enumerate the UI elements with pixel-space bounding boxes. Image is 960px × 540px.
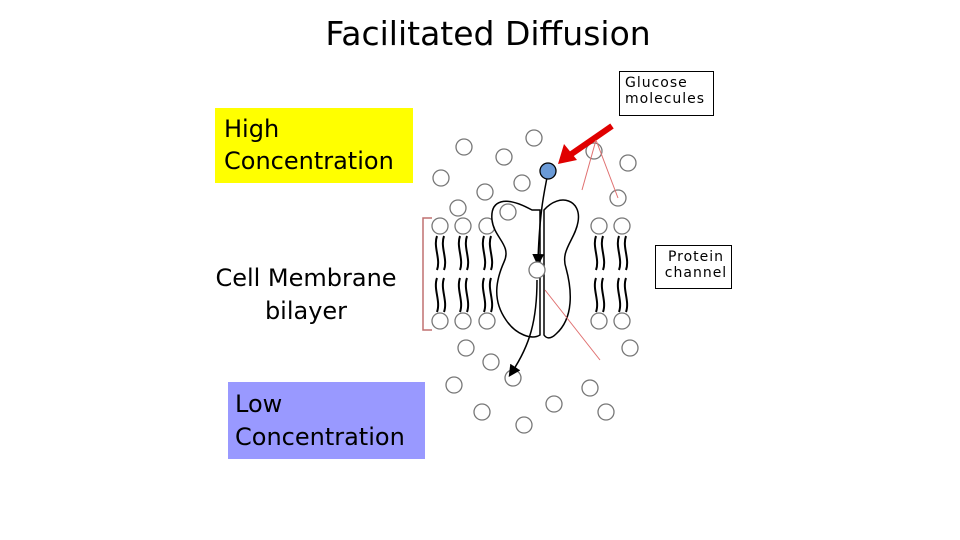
lipid-tail: [481, 277, 487, 313]
glucose-in-channel: [528, 261, 546, 279]
lipid-tail: [616, 277, 622, 313]
glucose-molecule: [515, 416, 533, 434]
glucose-molecule: [585, 142, 603, 160]
lipid-tail: [481, 235, 487, 271]
glucose-molecule: [432, 169, 450, 187]
lipid-tail: [457, 235, 463, 271]
lipid-tail: [488, 277, 494, 313]
glucose-molecule: [445, 376, 463, 394]
lipid-heads: [431, 217, 631, 330]
glucose-exit-arrow: [508, 279, 538, 377]
lipid-tail: [623, 235, 629, 271]
lipid-tail: [600, 277, 606, 313]
lipid-tail: [623, 277, 629, 313]
lipid-tail: [441, 277, 447, 313]
lipid-tail: [457, 277, 463, 313]
protein-channel: [491, 199, 580, 339]
glucose-molecules: [432, 129, 639, 434]
highlighted-glucose-molecule: [539, 162, 557, 180]
lipid-head: [431, 312, 449, 330]
lipid-head: [478, 312, 496, 330]
glucose-molecule: [476, 183, 494, 201]
lipid-tail: [464, 235, 470, 271]
glucose-molecule: [513, 174, 531, 192]
glucose-molecule: [545, 395, 563, 413]
glucose-molecule: [504, 369, 522, 387]
membrane-bracket: [422, 217, 432, 331]
lipid-tail: [616, 235, 622, 271]
lipid-head: [454, 217, 472, 235]
glucose-molecule: [621, 339, 639, 357]
diagram-title: Facilitated Diffusion: [325, 14, 651, 53]
glucose-molecule: [499, 203, 517, 221]
glucose-molecule: [597, 403, 615, 421]
lipid-tails: [434, 235, 629, 313]
glucose-molecule: [473, 403, 491, 421]
high-concentration-label: High Concentration: [215, 108, 413, 183]
glucose-molecules-label: Glucose molecules: [619, 71, 714, 116]
lipid-head: [613, 312, 631, 330]
cell-membrane-label: Cell Membrane bilayer: [215, 264, 397, 325]
glucose-molecule: [581, 379, 599, 397]
lipid-head: [590, 312, 608, 330]
lipid-tail: [600, 235, 606, 271]
lipid-head: [590, 217, 608, 235]
low-concentration-label: Low Concentration: [228, 382, 425, 459]
glucose-molecule: [457, 339, 475, 357]
lipid-tail: [464, 277, 470, 313]
lipid-tail: [434, 277, 440, 313]
glucose-molecule: [482, 353, 500, 371]
lipid-head: [613, 217, 631, 235]
glucose-molecule: [455, 138, 473, 156]
lipid-tail: [441, 235, 447, 271]
pointer-lines: [544, 139, 619, 361]
lipid-tail: [593, 235, 599, 271]
glucose-molecule: [619, 154, 637, 172]
lipid-tail: [488, 235, 494, 271]
lipid-tail: [593, 277, 599, 313]
lipid-head: [431, 217, 449, 235]
glucose-pointer-arrow: [558, 123, 614, 164]
glucose-molecule: [525, 129, 543, 147]
glucose-molecule: [495, 148, 513, 166]
protein-channel-label: Protein channel: [655, 245, 732, 289]
lipid-head: [454, 312, 472, 330]
glucose-molecule: [449, 199, 467, 217]
lipid-tail: [434, 235, 440, 271]
